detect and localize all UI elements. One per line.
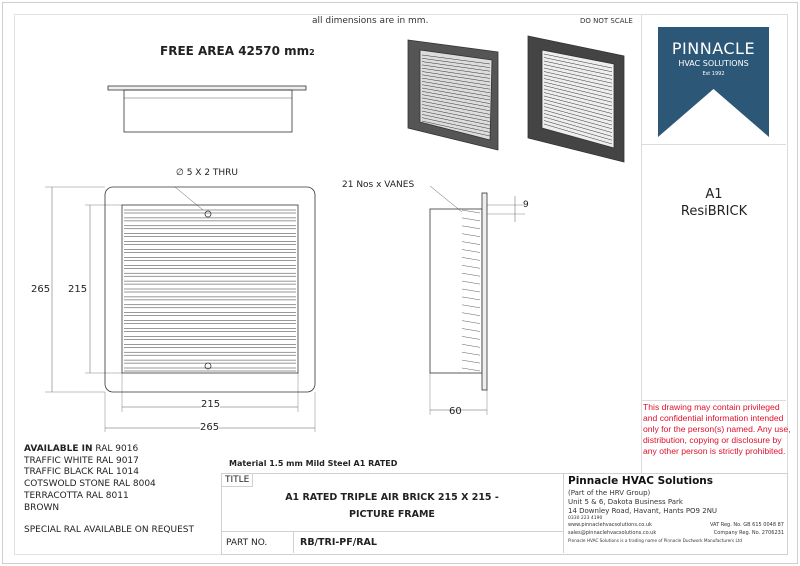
iso-vane (421, 71, 491, 83)
logo-peak-icon (658, 89, 769, 137)
confidentiality-disclaimer: This drawing may contain privileged and … (643, 402, 791, 456)
title-label: TITLE (222, 474, 254, 487)
vanes-note: 21 Nos x VANES (342, 180, 415, 190)
hole-note: ∅ 5 X 2 THRU (176, 168, 239, 178)
iso-vane (543, 99, 613, 118)
iso-vane (421, 58, 491, 68)
iso-vane (421, 74, 491, 86)
material-note: Material 1.5 mm Mild Steel A1 RATED (229, 459, 398, 468)
iso-vane (543, 85, 613, 103)
title-block (221, 473, 788, 555)
free-area: FREE AREA 42570 mm2 (160, 44, 315, 58)
iso-vane (543, 92, 613, 111)
iso-vane (421, 77, 491, 90)
iso-vane (543, 106, 613, 126)
dim-60: 60 (449, 406, 462, 417)
side-vane (461, 280, 481, 285)
iso-vane (543, 102, 613, 122)
side-vane (461, 249, 481, 253)
dim-265-horizontal: 265 (200, 422, 220, 433)
iso-vane (543, 71, 613, 88)
iso-vane (421, 87, 491, 101)
dim-215-vertical: 215 (68, 284, 88, 295)
side-vane (461, 367, 481, 372)
front-view (45, 186, 316, 432)
scale-note: DO NOT SCALE (580, 17, 633, 25)
side-vane (461, 312, 481, 316)
iso-vane (421, 61, 491, 72)
iso-vane (543, 57, 613, 73)
side-vane (461, 265, 481, 269)
iso-vane (543, 116, 613, 137)
iso-vane (421, 94, 491, 108)
company-details: Pinnacle HVAC Solutions (Part of the HRV… (568, 475, 784, 543)
side-vane (461, 233, 481, 237)
iso-vane (421, 97, 491, 112)
part-number: RB/TRI-PF/RAL (300, 537, 377, 548)
side-vane (461, 359, 481, 364)
iso-vane (543, 60, 613, 76)
iso-vane (421, 120, 491, 137)
iso-vane (421, 100, 491, 115)
isometric-view-front (527, 35, 625, 163)
isometric-view-back (407, 39, 499, 151)
iso-vane (421, 117, 491, 133)
iso-vane (421, 54, 491, 65)
part-no-label: PART NO. (226, 538, 268, 548)
side-vane (461, 225, 481, 229)
iso-vane (543, 67, 613, 84)
side-vane (461, 344, 481, 348)
logo: PINNACLE HVAC SOLUTIONS Est 1992 (658, 27, 769, 137)
side-vane (461, 328, 481, 332)
dim-265-vertical: 265 (31, 284, 51, 295)
iso-vane (543, 123, 613, 145)
side-vane (461, 273, 481, 277)
side-vane (461, 296, 481, 301)
side-vane (461, 352, 481, 356)
availability-list: AVAILABLE IN RAL 9016 TRAFFIC WHITE RAL … (24, 444, 194, 536)
iso-vane (421, 107, 491, 122)
dimensions-note: all dimensions are in mm. (312, 16, 429, 26)
iso-vane (421, 110, 491, 126)
iso-vane (543, 88, 613, 107)
side-view (429, 185, 525, 415)
side-vane (461, 257, 481, 261)
side-vane (461, 304, 481, 308)
iso-vane (543, 95, 613, 114)
iso-vane (543, 113, 613, 133)
side-vane (461, 217, 481, 222)
iso-vane (543, 120, 613, 141)
iso-vane (421, 81, 491, 94)
drawing-title-line2: PICTURE FRAME (349, 509, 435, 520)
iso-vane (421, 84, 491, 97)
side-vane (461, 288, 481, 293)
side-vane (461, 209, 481, 214)
iso-vane (421, 114, 491, 130)
dim-215-horizontal: 215 (201, 399, 221, 410)
iso-vane (543, 64, 613, 80)
iso-vane (543, 81, 613, 99)
side-vane (461, 241, 481, 245)
side-vane (461, 336, 481, 340)
iso-vane (421, 91, 491, 104)
product-code: A1 (705, 187, 723, 202)
iso-vane (421, 104, 491, 119)
iso-vane (543, 78, 613, 95)
drawing-title-line1: A1 RATED TRIPLE AIR BRICK 215 X 215 - (285, 492, 499, 503)
iso-vane (421, 64, 491, 76)
iso-vane (421, 67, 491, 79)
top-view (107, 85, 307, 133)
side-vane (461, 320, 481, 324)
iso-vane (543, 53, 613, 69)
product-name: ResiBRICK (680, 204, 748, 219)
iso-vane (543, 74, 613, 92)
iso-vane (543, 109, 613, 130)
dim-9: 9 (523, 200, 529, 210)
